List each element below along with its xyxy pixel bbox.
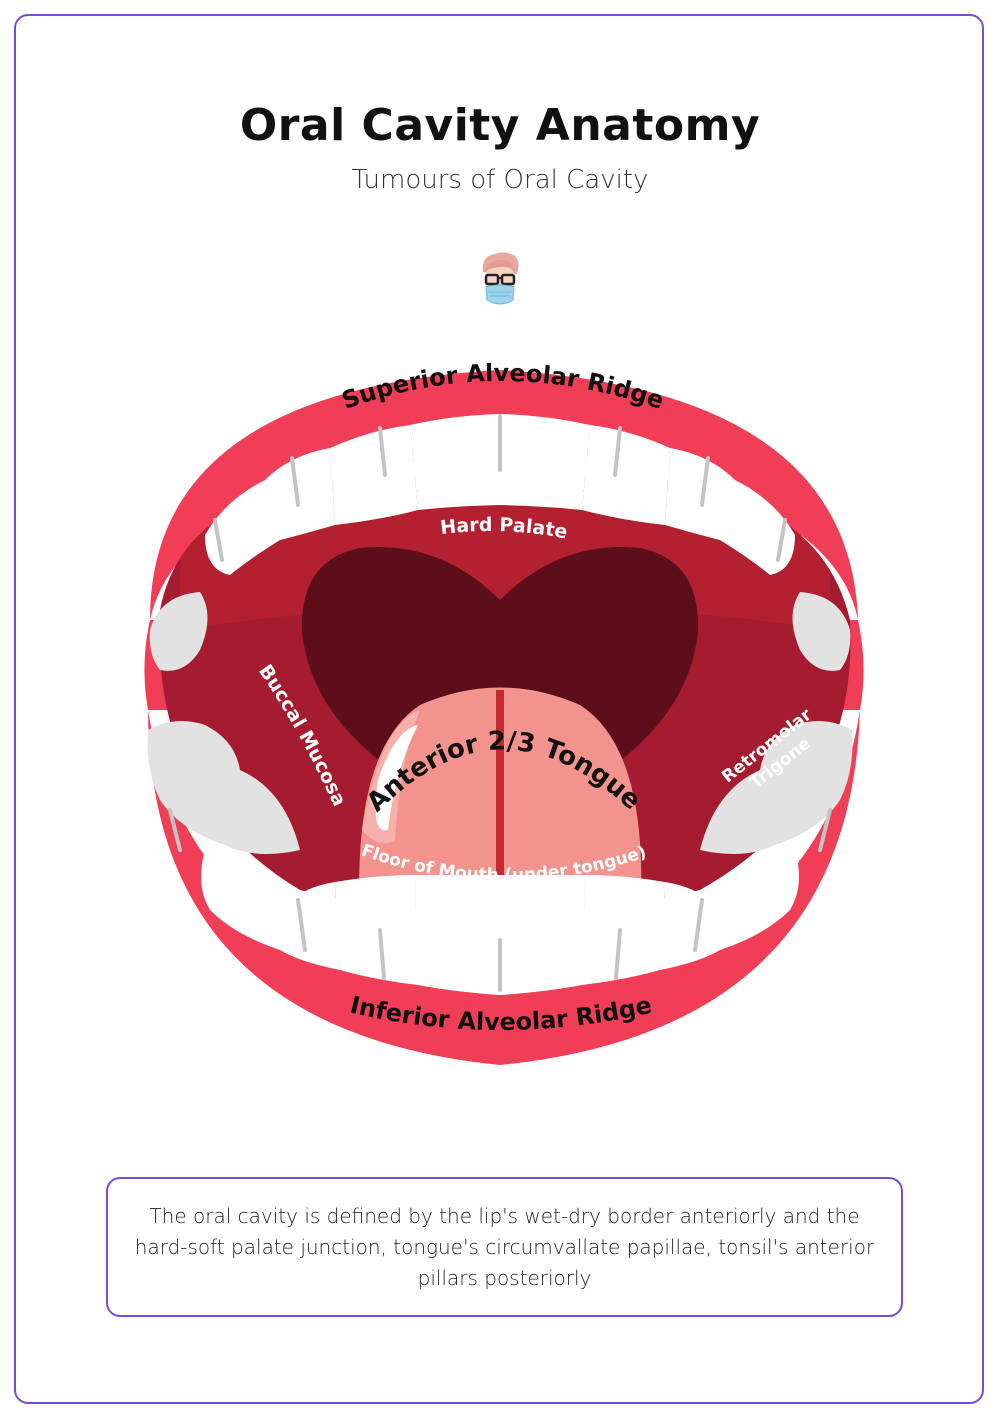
caption-box: The oral cavity is defined by the lip's … [106, 1177, 903, 1317]
tongue-midline [496, 690, 504, 915]
upper-lip [150, 370, 858, 620]
oral-cavity-diagram: Superior Alveolar Ridge Hard Palate Bucc… [144, 359, 864, 1065]
page-subtitle: Tumours of Oral Cavity [351, 165, 649, 195]
lower-lip [148, 710, 860, 1065]
lower-teeth [147, 721, 853, 995]
upper-teeth [149, 414, 851, 671]
doctor-avatar-icon [482, 252, 519, 305]
page-title: Oral Cavity Anatomy [239, 100, 761, 151]
caption-text: The oral cavity is defined by the lip's … [134, 1203, 875, 1290]
